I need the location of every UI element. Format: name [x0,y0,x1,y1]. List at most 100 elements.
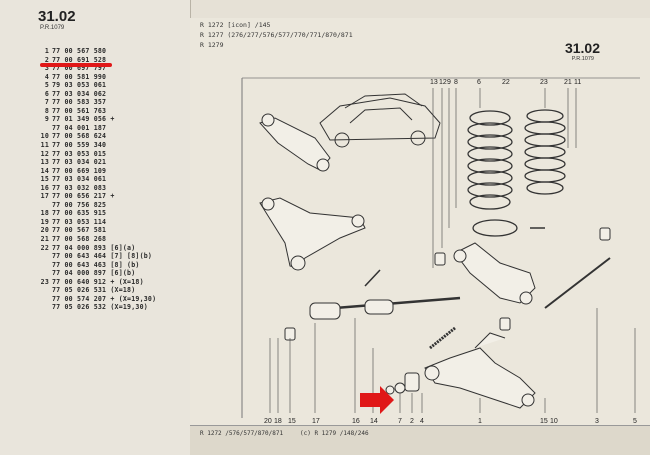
top-callout-numbers: 13 12 9 8 6 22 23 21 11 [430,79,581,86]
part-number: 77 00 559 340 [52,141,107,150]
part-index: 22 [40,243,49,252]
part-row: 77 04 001 187 [35,124,185,133]
part-number: 77 03 032 083 [52,183,107,192]
part-number: 77 04 001 187 [52,123,107,132]
part-row: 77 05 026 531 (X=18) [35,286,185,295]
part-number: 77 03 034 062 [52,89,107,98]
part-number: 77 05 026 531 (X=18) [52,286,136,295]
part-number: 77 03 034 061 [52,175,107,184]
part-number: 77 00 697 797 [52,64,107,73]
leader-lines [269,88,636,413]
track-rod-end [364,299,394,315]
part-index: 21 [40,235,49,244]
track-rod-end [309,302,341,320]
part-index: 10 [40,132,49,141]
callout-number: 15 [540,418,548,425]
part-number: 77 00 567 580 [52,47,107,55]
callout-number: 7 [398,418,402,425]
part-number: 77 00 568 268 [52,235,107,244]
part-index: 17 [40,192,49,201]
part-number: 77 00 656 217 + [52,192,115,201]
bottom-reference-left: R 1272 /576/577/870/871 [200,430,284,437]
bottom-reference-strip: R 1272 /576/577/870/871 (c) R 1279 /148/… [190,425,650,455]
callout-number: 2 [410,418,414,425]
part-number: 77 00 756 825 [52,200,107,209]
lower-right-wishbone-part [424,332,536,409]
part-index: 5 [44,81,49,90]
part-index: 9 [44,115,49,124]
coil-spring [467,110,513,210]
part-number: 77 00 669 109 [52,166,107,175]
reference-block: R 1272 [icon] /145 R 1277 (276/277/576/5… [200,20,353,50]
right-upper-arm-part [453,242,536,305]
right-section-number: 31.02 [564,40,600,56]
right-section-subtitle: P.R.1079 [571,56,594,62]
part-number: 77 00 568 624 [52,132,107,141]
part-index: 4 [44,72,49,81]
spring-seat [472,219,518,237]
callout-number: 14 [370,418,378,425]
part-index: 12 [40,149,49,158]
part-number: 77 00 583 357 [52,98,107,107]
callout-number: 12 [439,79,447,86]
coil-spring [524,109,566,195]
callout-number: 4 [420,418,424,425]
callout-number: 17 [312,418,320,425]
part-number: 77 00 574 207 + (X=19,30) [52,294,157,303]
section-number: 31.02 [38,8,76,25]
part-index: 15 [40,175,49,184]
callout-number: 18 [274,418,282,425]
red-highlight-underline [40,63,112,67]
exploded-diagram-area: R 1272 [icon] /145 R 1277 (276/277/576/5… [190,18,650,455]
callout-number: 3 [595,418,599,425]
bolt [364,269,381,287]
part-number: 77 03 053 015 [52,149,107,158]
reference-line: R 1279 [200,41,224,49]
lower-wishbone-part [259,197,366,271]
part-row: 77 05 026 532 (X=19,30) [35,303,185,312]
tie-rod [544,257,611,309]
part-number: 77 00 643 463 [8] (b) [52,260,140,269]
callout-number: 22 [502,79,510,86]
callout-number: 1 [478,418,482,425]
part-index: 7 [44,98,49,107]
part-number: 77 00 567 581 [52,226,107,235]
upper-arm-part [259,113,331,172]
part-row: 77 04 000 897 [6](b) [35,269,185,278]
callout-number: 8 [454,79,458,86]
part-index: 23 [40,277,49,286]
part-number: 77 00 640 912 + (X=18) [52,277,144,286]
part-number: 77 03 034 021 [52,158,107,167]
part-index: 20 [40,226,49,235]
section-subtitle: P.R.1079 [40,25,65,31]
car-illustration [319,93,441,148]
part-index: 3 [44,64,49,73]
part-index: 8 [44,106,49,115]
part-index: 1 [44,47,49,55]
part-index: 19 [40,217,49,226]
part-index: 18 [40,209,49,218]
callout-number: 15 [288,418,296,425]
bottom-reference-middle: (c) R 1279 /148/246 [300,430,369,437]
part-number: 77 00 643 464 [7] [8](b) [52,252,153,261]
part-index: 14 [40,166,49,175]
part-index: 13 [40,158,49,167]
part-row: 77 00 643 464 [7] [8](b) [35,252,185,261]
